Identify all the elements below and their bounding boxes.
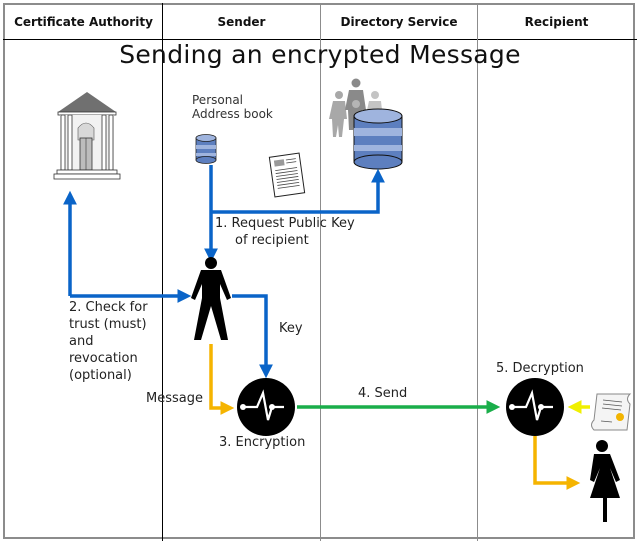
lane-header-directory-service: Directory Service xyxy=(340,15,458,29)
lane-header-certificate-authority: Certificate Authority xyxy=(14,15,153,29)
message-label: Message xyxy=(146,391,203,406)
lane-divider xyxy=(162,3,163,541)
message-arrow xyxy=(209,344,235,415)
database-icon xyxy=(353,108,403,170)
directory-arrow xyxy=(211,168,385,214)
decrypted-message-arrow xyxy=(533,436,581,490)
diagram-frame xyxy=(3,3,635,539)
lane-header-recipient: Recipient xyxy=(524,15,589,29)
step2-label-4: revocation xyxy=(69,351,138,366)
woman-icon xyxy=(590,440,620,522)
step3-label: 3. Encryption xyxy=(219,435,306,450)
building-icon xyxy=(53,92,121,180)
crypto-icon xyxy=(237,378,295,436)
key-flow-lines xyxy=(63,165,385,379)
step2-label-1: 2. Check for xyxy=(69,300,148,315)
man-icon xyxy=(191,257,231,340)
lane-divider xyxy=(477,3,478,541)
lane-header-sender: Sender xyxy=(217,15,266,29)
step5-label: 5. Decryption xyxy=(496,361,584,376)
step1-label-2: of recipient xyxy=(235,233,309,248)
lane-divider xyxy=(320,3,321,541)
step4-label: 4. Send xyxy=(358,386,408,401)
step1-label-1: 1. Request Public Key xyxy=(215,216,355,231)
address-book-label-1: Personal xyxy=(192,93,244,107)
certificate-icon xyxy=(591,393,632,431)
step2-label-3: and xyxy=(69,334,94,349)
document-icon xyxy=(268,152,306,198)
address-book-label-2: Address book xyxy=(192,107,273,121)
diagram-title: Sending an encrypted Message xyxy=(119,40,521,69)
key-label: Key xyxy=(279,321,303,336)
key-arrow xyxy=(232,294,273,379)
database-icon xyxy=(195,134,217,164)
crypto-icon xyxy=(506,378,564,436)
step2-label-5: (optional) xyxy=(69,368,132,383)
step2-label-2: trust (must) xyxy=(69,317,147,332)
